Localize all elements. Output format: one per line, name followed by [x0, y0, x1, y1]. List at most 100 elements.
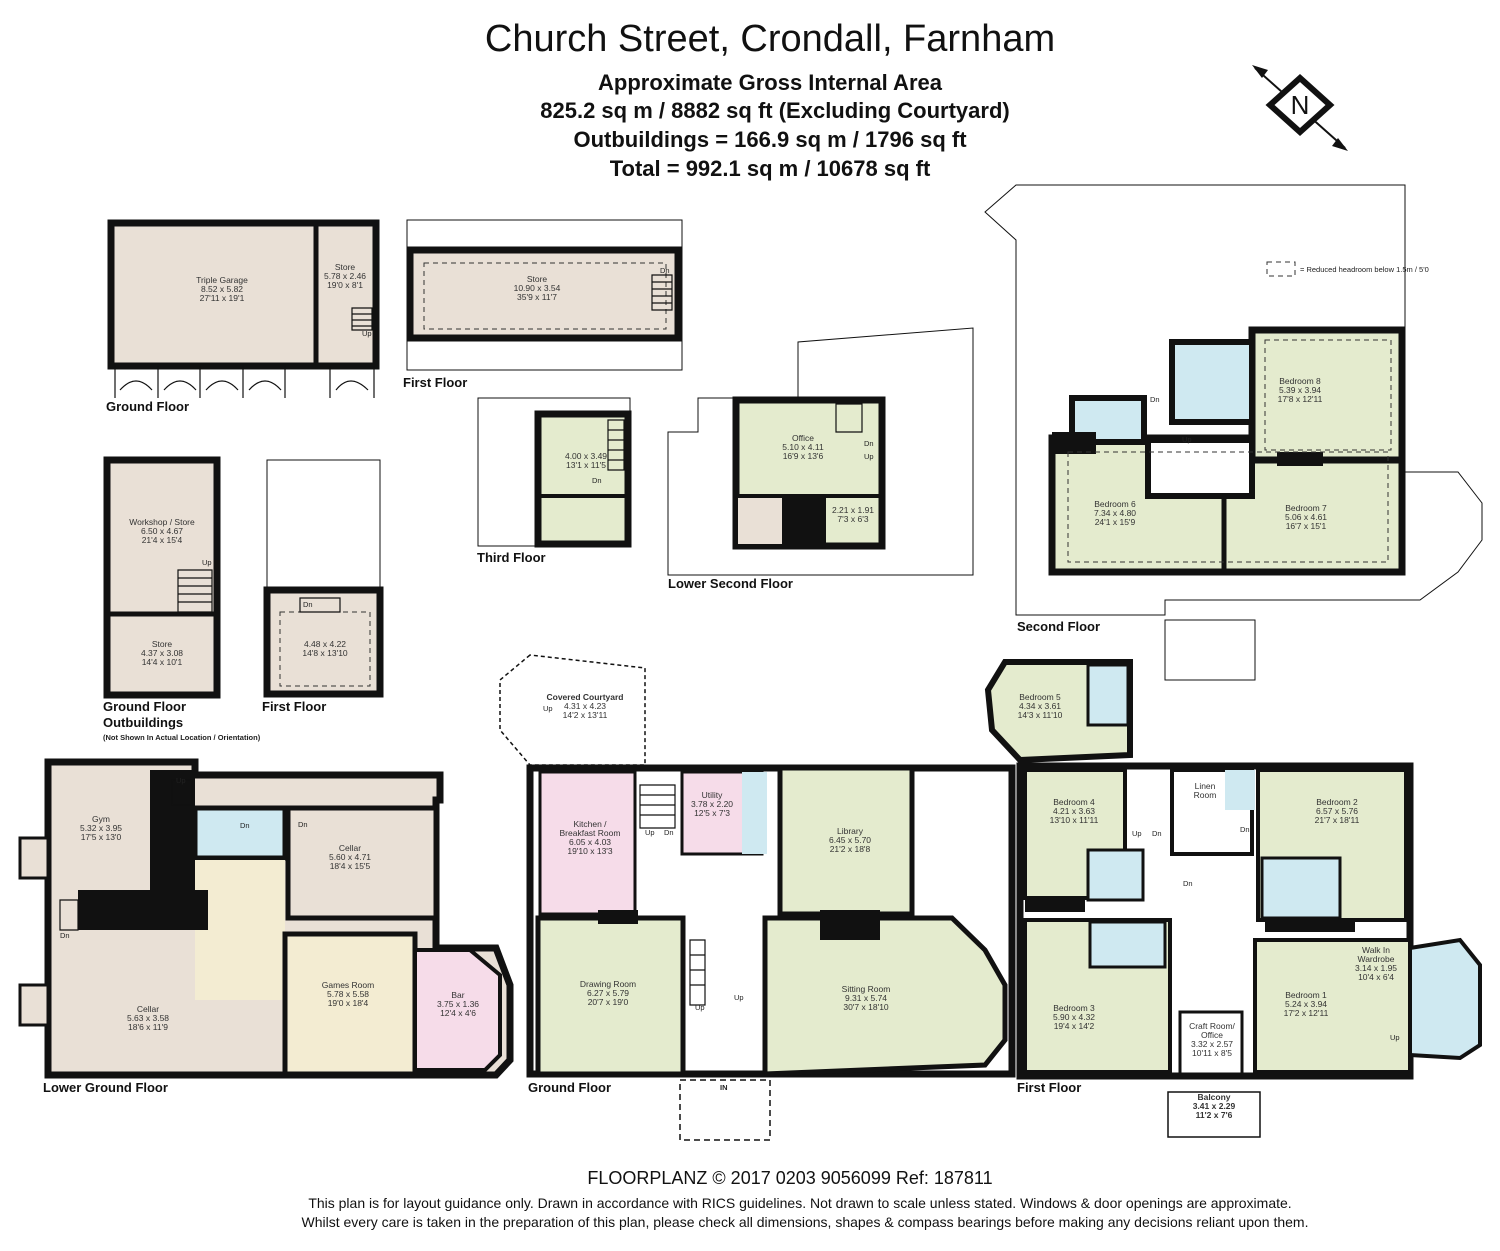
- stair-down-label: Dn: [592, 476, 602, 485]
- room-imperial: 19'0 x 8'1: [327, 280, 363, 290]
- room-imperial: 13'10 x 11'11: [1050, 815, 1099, 825]
- room-name: Cellar: [137, 1004, 159, 1014]
- compass-north-icon: N: [1252, 65, 1348, 151]
- lower-ground-floor-plan: [18, 758, 514, 1079]
- third-floor-plan: [477, 397, 632, 548]
- room-imperial: 14'3 x 11'10: [1018, 710, 1063, 720]
- room-name: Sitting Room: [842, 984, 891, 994]
- room-metric: 6.50 x 4.67: [141, 526, 183, 536]
- second-floor-plan: [984, 184, 1483, 681]
- room-name: Bedroom 7: [1285, 503, 1327, 513]
- room-metric: 3.32 x 2.57: [1191, 1039, 1233, 1049]
- stair-up-label: Up: [1182, 435, 1192, 444]
- room-imperial: 18'4 x 15'5: [330, 861, 371, 871]
- stair-up-label: Up: [645, 828, 655, 837]
- room-metric: 5.78 x 2.46: [324, 271, 366, 281]
- stair-up-label: Up: [864, 452, 874, 461]
- first-floor-store: [406, 219, 683, 371]
- plan-title: Church Street, Crondall, Farnham: [484, 18, 1056, 60]
- room-imperial: 20'7 x 19'0: [588, 997, 629, 1007]
- room-imperial: 21'2 x 18'8: [830, 844, 871, 854]
- room-imperial: 14'8 x 13'10: [302, 648, 348, 658]
- room-name: Balcony: [1197, 1092, 1230, 1102]
- room-imperial: 19'10 x 13'3: [567, 846, 613, 856]
- room-metric: 5.24 x 3.94: [1285, 999, 1327, 1009]
- room-imperial: 12'4 x 4'6: [440, 1008, 476, 1018]
- room-name: Gym: [92, 814, 110, 824]
- room-metric: 5.32 x 3.95: [80, 823, 122, 833]
- room-metric: 6.45 x 5.70: [829, 835, 871, 845]
- stair-down-label: Dn: [60, 931, 70, 940]
- stair-down-label: Dn: [298, 820, 308, 829]
- room-metric: 2.21 x 1.91: [832, 505, 874, 515]
- room-name: Utility: [702, 790, 724, 800]
- room-metric: 3.75 x 1.36: [437, 999, 479, 1009]
- room-name: Games Room: [322, 980, 374, 990]
- room-name: Bedroom 1: [1285, 990, 1327, 1000]
- floor-label: Ground Floor: [528, 1080, 611, 1095]
- room-metric: 3.41 x 2.29: [1193, 1101, 1236, 1111]
- compass-letter: N: [1291, 90, 1310, 120]
- room-imperial: 17'2 x 12'11: [1284, 1008, 1329, 1018]
- floor-label: First Floor: [262, 699, 326, 714]
- room-name: Triple Garage: [196, 275, 248, 285]
- room-name: Walk In: [1362, 945, 1390, 955]
- room-name-line2: Office: [1201, 1030, 1223, 1040]
- floor-label: First Floor: [1017, 1080, 1081, 1095]
- stair-down-label: Dn: [1152, 829, 1162, 838]
- headroom-key-swatch: [1266, 261, 1296, 277]
- room-metric: 6.27 x 5.79: [587, 988, 629, 998]
- stair-down-label: Dn: [240, 821, 250, 830]
- room-metric: 4.21 x 3.63: [1053, 806, 1095, 816]
- stair-up-label: Up: [1390, 1033, 1400, 1042]
- room-metric: 5.78 x 5.58: [327, 989, 369, 999]
- room-name-line2: Breakfast Room: [560, 828, 621, 838]
- stair-up-label: Up: [362, 329, 372, 338]
- room-name: Kitchen /: [573, 819, 607, 829]
- room-imperial: 10'11 x 8'5: [1192, 1048, 1232, 1058]
- room-metric: 6.05 x 4.03: [569, 837, 611, 847]
- room-name: Library: [837, 826, 864, 836]
- room-imperial: 24'1 x 15'9: [1095, 517, 1136, 527]
- room-imperial: 10'4 x 6'4: [1358, 972, 1394, 982]
- room-metric: 5.63 x 3.58: [127, 1013, 169, 1023]
- room-imperial: 14'4 x 10'1: [142, 657, 183, 667]
- workshop-first-floor: [263, 459, 384, 698]
- stair-down-label: Dn: [660, 266, 670, 275]
- room-name: Office: [792, 433, 814, 443]
- stair-up-label: Up: [202, 558, 212, 567]
- room-imperial: 13'1 x 11'5: [566, 460, 606, 470]
- room-name: Store: [152, 639, 173, 649]
- footer-disclaimer-2: Whilst every care is taken in the prepar…: [301, 1214, 1309, 1230]
- workshop-building: [103, 456, 221, 699]
- room-metric: 4.48 x 4.22: [304, 639, 346, 649]
- outbuildings-note: (Not Shown In Actual Location / Orientat…: [103, 733, 261, 742]
- floor-label: Lower Ground Floor: [43, 1080, 168, 1095]
- room-name: Bedroom 5: [1019, 692, 1061, 702]
- room-name: Bedroom 6: [1094, 499, 1136, 509]
- room-metric: 5.60 x 4.71: [329, 852, 371, 862]
- room-imperial: 19'0 x 18'4: [328, 998, 369, 1008]
- room-metric: 6.57 x 5.76: [1316, 806, 1358, 816]
- room-name: Store: [527, 274, 548, 284]
- room-metric: 10.90 x 3.54: [514, 283, 561, 293]
- room-metric: 4.31 x 4.23: [564, 701, 606, 711]
- room-name: Bedroom 8: [1279, 376, 1321, 386]
- room-name-line2: Room: [1194, 790, 1217, 800]
- room-metric: 4.37 x 3.08: [141, 648, 183, 658]
- room-imperial: 27'11 x 19'1: [200, 293, 245, 303]
- floor-label: First Floor: [403, 375, 467, 390]
- floor-label: Second Floor: [1017, 619, 1100, 634]
- room-name: Linen: [1195, 781, 1216, 791]
- room-imperial: 19'4 x 14'2: [1054, 1021, 1095, 1031]
- floor-label: Lower Second Floor: [668, 576, 793, 591]
- room-metric: 5.06 x 4.61: [1285, 512, 1327, 522]
- stair-down-label: Dn: [864, 439, 874, 448]
- room-metric: 5.39 x 3.94: [1279, 385, 1321, 395]
- room-imperial: 21'4 x 15'4: [142, 535, 183, 545]
- area-outbuildings: Outbuildings = 166.9 sq m / 1796 sq ft: [573, 127, 967, 152]
- room-name: Bedroom 3: [1053, 1003, 1095, 1013]
- room-imperial: 17'5 x 13'0: [81, 832, 122, 842]
- room-name: Drawing Room: [580, 979, 636, 989]
